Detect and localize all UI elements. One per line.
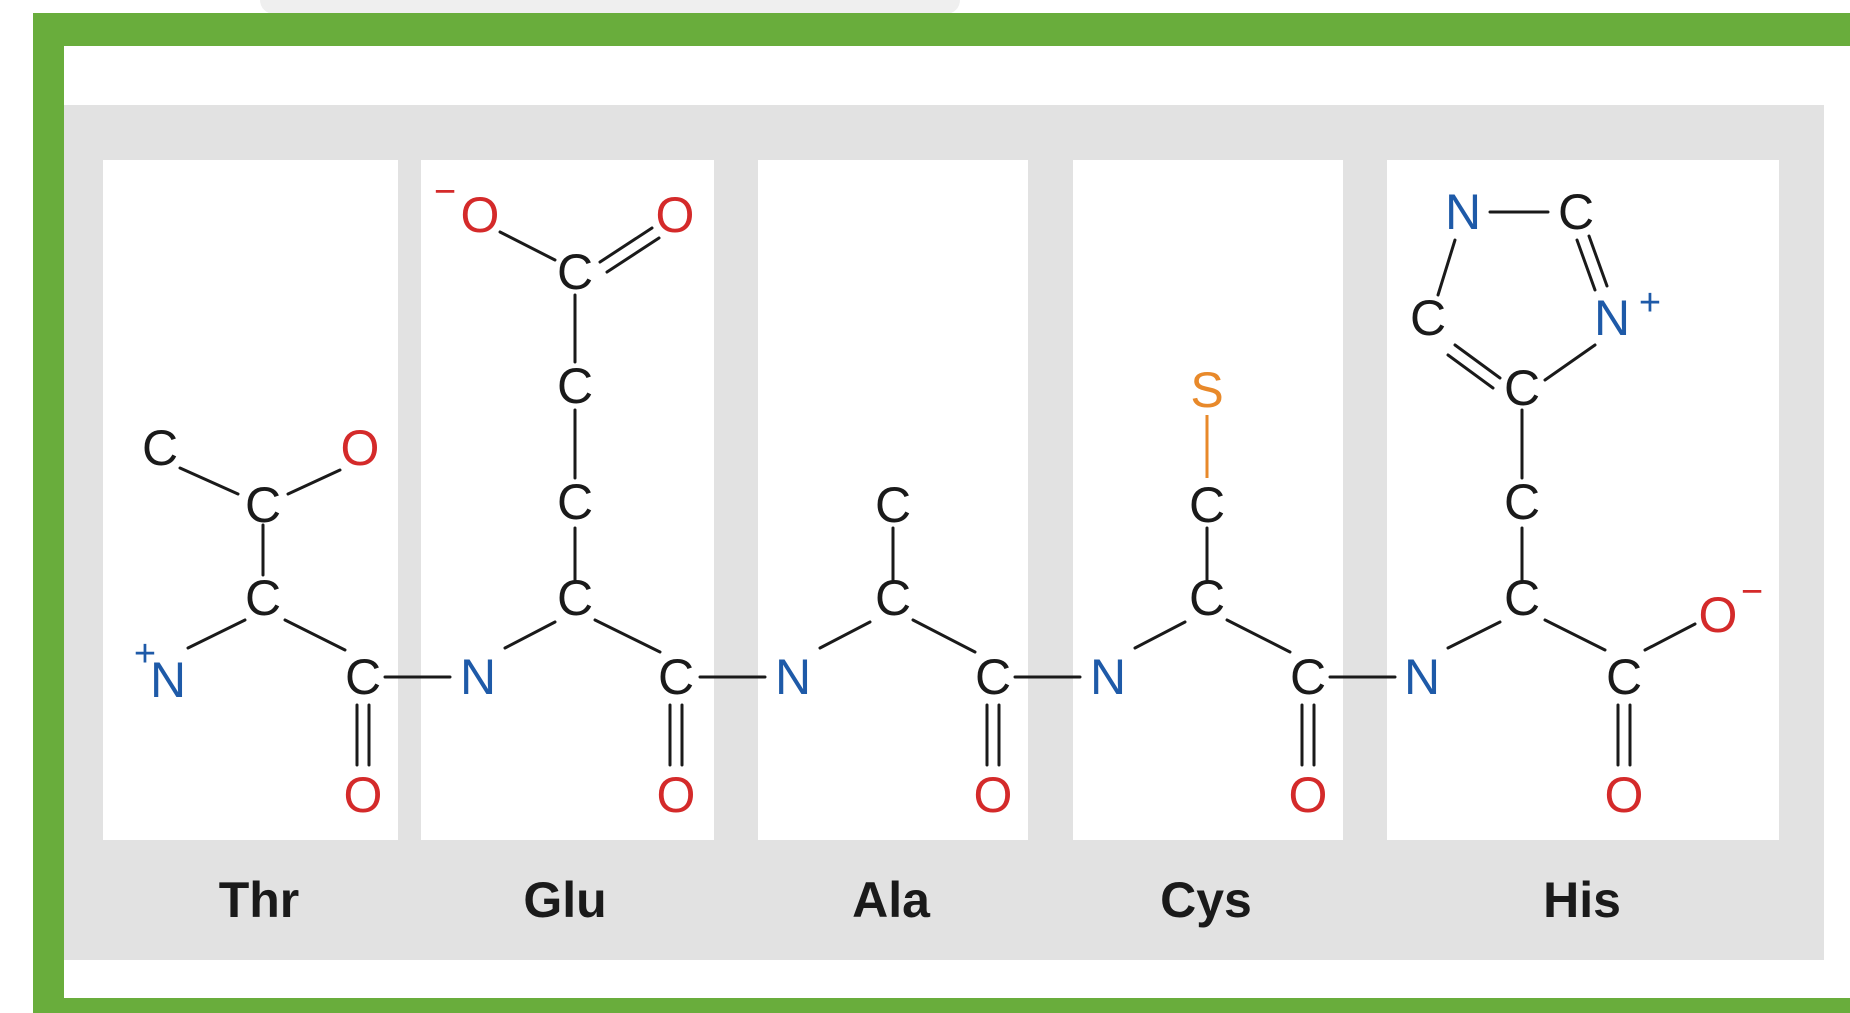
ala-c-alpha: C xyxy=(875,570,911,626)
his-n: N xyxy=(1404,649,1440,705)
his-c-gamma: C xyxy=(1504,360,1540,416)
his-c-beta: C xyxy=(1504,474,1540,530)
his-n-plus: + xyxy=(1639,282,1661,324)
glu-c-gamma: C xyxy=(557,358,593,414)
his-o-minus: − xyxy=(1741,571,1763,613)
ala-o-carbonyl: O xyxy=(974,767,1013,823)
his-o-double: O xyxy=(1605,767,1644,823)
residue-box-ala xyxy=(758,160,1028,840)
thr-c-alpha: C xyxy=(245,570,281,626)
glu-c-carbonyl: C xyxy=(658,649,694,705)
residue-label-his: His xyxy=(1543,872,1621,928)
his-c-carboxyl: C xyxy=(1606,649,1642,705)
thr-n: N xyxy=(150,652,186,708)
cys-c-beta: C xyxy=(1189,477,1225,533)
ala-c-beta: C xyxy=(875,477,911,533)
glu-o-carboxylate: O xyxy=(461,187,500,243)
his-n-epsilon: N xyxy=(1594,290,1630,346)
ala-n: N xyxy=(775,649,811,705)
thr-c-carbonyl: C xyxy=(345,649,381,705)
thr-c-gamma: C xyxy=(142,420,178,476)
glu-o-minus: − xyxy=(434,171,456,213)
glu-c-alpha: C xyxy=(557,570,593,626)
residue-box-thr xyxy=(103,160,398,840)
glu-n: N xyxy=(460,649,496,705)
glu-o-carbonyl: O xyxy=(657,767,696,823)
thr-c-beta: C xyxy=(245,477,281,533)
cys-s: S xyxy=(1190,362,1223,418)
thr-o-hydroxyl: O xyxy=(341,420,380,476)
thr-o-carbonyl: O xyxy=(344,767,383,823)
top-shade xyxy=(260,0,960,14)
his-c-alpha: C xyxy=(1504,570,1540,626)
his-o-carboxylate: O xyxy=(1699,587,1738,643)
ala-c-carbonyl: C xyxy=(975,649,1011,705)
thr-n-plus: + xyxy=(134,633,156,675)
residue-box-cys xyxy=(1073,160,1343,840)
residue-label-cys: Cys xyxy=(1160,872,1252,928)
bonds xyxy=(178,210,1697,767)
residue-label-glu: Glu xyxy=(523,872,606,928)
cys-c-carbonyl: C xyxy=(1290,649,1326,705)
glu-o-double: O xyxy=(656,187,695,243)
his-c-delta: C xyxy=(1410,290,1446,346)
his-c-epsilon: C xyxy=(1558,184,1594,240)
his-n-delta: N xyxy=(1445,184,1481,240)
cys-c-alpha: C xyxy=(1189,570,1225,626)
residue-box-glu xyxy=(421,160,714,840)
residue-label-thr: Thr xyxy=(219,872,300,928)
cys-o-carbonyl: O xyxy=(1289,767,1328,823)
residue-box-his xyxy=(1387,160,1779,840)
glu-c-beta: C xyxy=(557,474,593,530)
cys-n: N xyxy=(1090,649,1126,705)
residue-label-ala: Ala xyxy=(852,872,931,928)
glu-c-delta: C xyxy=(557,244,593,300)
